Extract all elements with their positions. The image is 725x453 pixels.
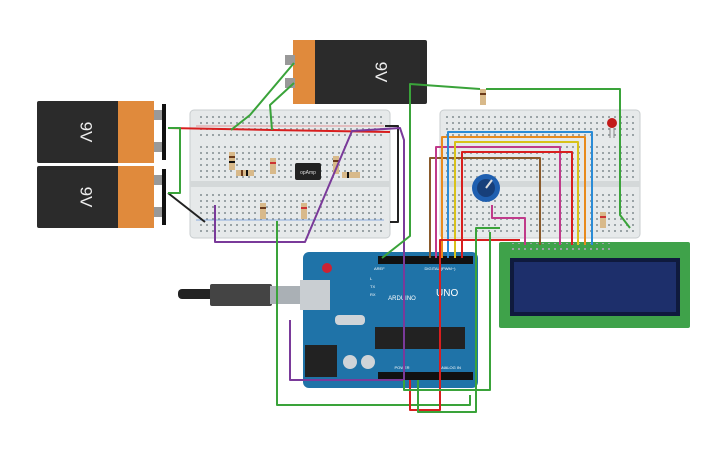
resistor[interactable] — [480, 89, 486, 105]
wire — [441, 136, 586, 258]
l-label: L — [370, 276, 373, 281]
wire — [276, 221, 471, 406]
wire — [461, 151, 573, 258]
resistor[interactable] — [270, 158, 276, 174]
wire — [381, 83, 481, 259]
arduino-brand: ARDUINO — [388, 296, 416, 302]
left-breadboard[interactable] — [189, 109, 391, 239]
opamp-chip[interactable]: opAmp — [295, 163, 321, 180]
resistor[interactable] — [301, 203, 307, 219]
wires — [167, 62, 631, 413]
wire — [447, 131, 593, 258]
battery-9v[interactable]: 9V — [37, 166, 166, 228]
wire — [409, 239, 520, 411]
usb-cable[interactable] — [178, 284, 306, 306]
power-header-label: POWER — [394, 365, 409, 370]
resistor[interactable] — [333, 156, 339, 174]
arduino-model: UNO — [436, 288, 458, 299]
wire — [491, 205, 526, 245]
aref-label: AREF — [374, 266, 385, 271]
wire — [454, 141, 579, 258]
battery-9v[interactable]: 9V — [37, 101, 166, 163]
resistor[interactable] — [260, 203, 266, 219]
wire — [168, 127, 181, 194]
lcd-16x2[interactable] — [499, 242, 690, 328]
resistor[interactable] — [600, 212, 606, 228]
potentiometer[interactable] — [472, 174, 500, 202]
battery-label: 9V — [372, 62, 391, 83]
resistor[interactable] — [236, 170, 254, 176]
wire — [269, 82, 295, 131]
resistor[interactable] — [342, 172, 360, 178]
wire — [230, 62, 295, 131]
wire — [167, 192, 206, 223]
wire — [486, 88, 631, 229]
wire — [403, 232, 491, 391]
analog-header-label: ANALOG IN — [439, 365, 461, 370]
chip-label: opAmp — [300, 170, 316, 176]
wire — [435, 146, 561, 258]
wire — [214, 127, 405, 381]
battery-9v[interactable]: 9V — [285, 40, 427, 104]
battery-label: 9V — [77, 122, 96, 143]
battery-label: 9V — [77, 187, 96, 208]
tx-label: TX — [370, 284, 375, 289]
red-led[interactable] — [607, 118, 617, 138]
wire — [385, 125, 399, 223]
rx-label: RX — [370, 292, 376, 297]
wire — [429, 157, 541, 258]
arduino-uno[interactable]: ARDUINO UNO DIGITAL (PWM~) POWER ANALOG … — [300, 252, 478, 388]
resistor[interactable] — [229, 152, 235, 170]
wire — [417, 227, 500, 413]
